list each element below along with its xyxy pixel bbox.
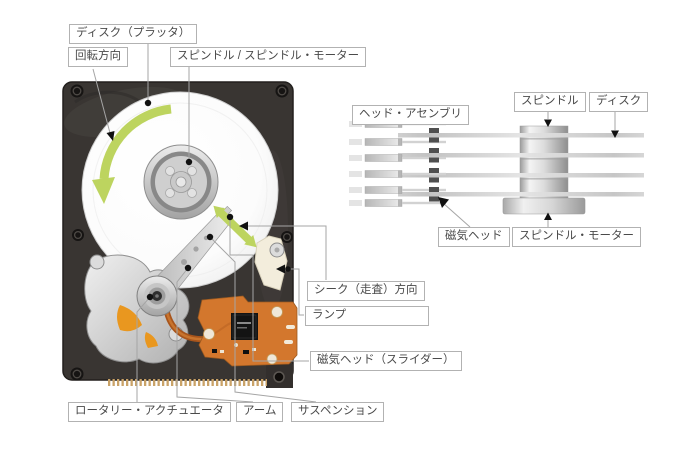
label-seek-direction: シーク（走査）方向: [307, 281, 425, 301]
label-disk: ディスク: [589, 92, 649, 112]
pointer-dots: [144, 99, 291, 301]
pointer-arrowheads: [106, 119, 619, 274]
label-rotary-actuator: ロータリー・アクチュエータ: [68, 402, 231, 422]
label-spindle-motor: スピンドル・モーター: [512, 227, 641, 247]
label-rotation-direction: 回転方向: [68, 47, 128, 67]
actuator-pivot: [136, 275, 178, 317]
ramp: [254, 235, 288, 291]
magnetic-heads: [429, 128, 439, 202]
rotation-arrow: [92, 104, 172, 204]
label-magnetic-head: 磁気ヘッド: [438, 227, 510, 247]
label-magnetic-head-slider: 磁気ヘッド（スライダー）: [310, 351, 462, 371]
label-suspension: サスペンション: [291, 402, 385, 422]
label-arm: アーム: [236, 402, 284, 422]
label-head-assembly: ヘッド・アセンブリ: [352, 105, 469, 125]
spindle-motor-base: [502, 197, 586, 215]
platter-stack: [398, 133, 644, 197]
label-disk-platter: ディスク（プラッタ）: [69, 24, 198, 44]
case-screws: [70, 84, 293, 383]
seek-arrow: [213, 205, 257, 248]
connector-pins: [106, 379, 267, 386]
spindle-hub: [143, 144, 219, 220]
circuit-board: [197, 295, 298, 367]
actuator-accent: [117, 305, 142, 332]
hdd-top-view: [62, 81, 298, 388]
hdd-side-view: [349, 120, 644, 215]
label-spindle-and-motor: スピンドル / スピンドル・モーター: [170, 47, 367, 67]
label-spindle: スピンドル: [514, 92, 586, 112]
label-ramp: ランプ: [305, 306, 429, 326]
leader-lines: [92, 44, 616, 403]
